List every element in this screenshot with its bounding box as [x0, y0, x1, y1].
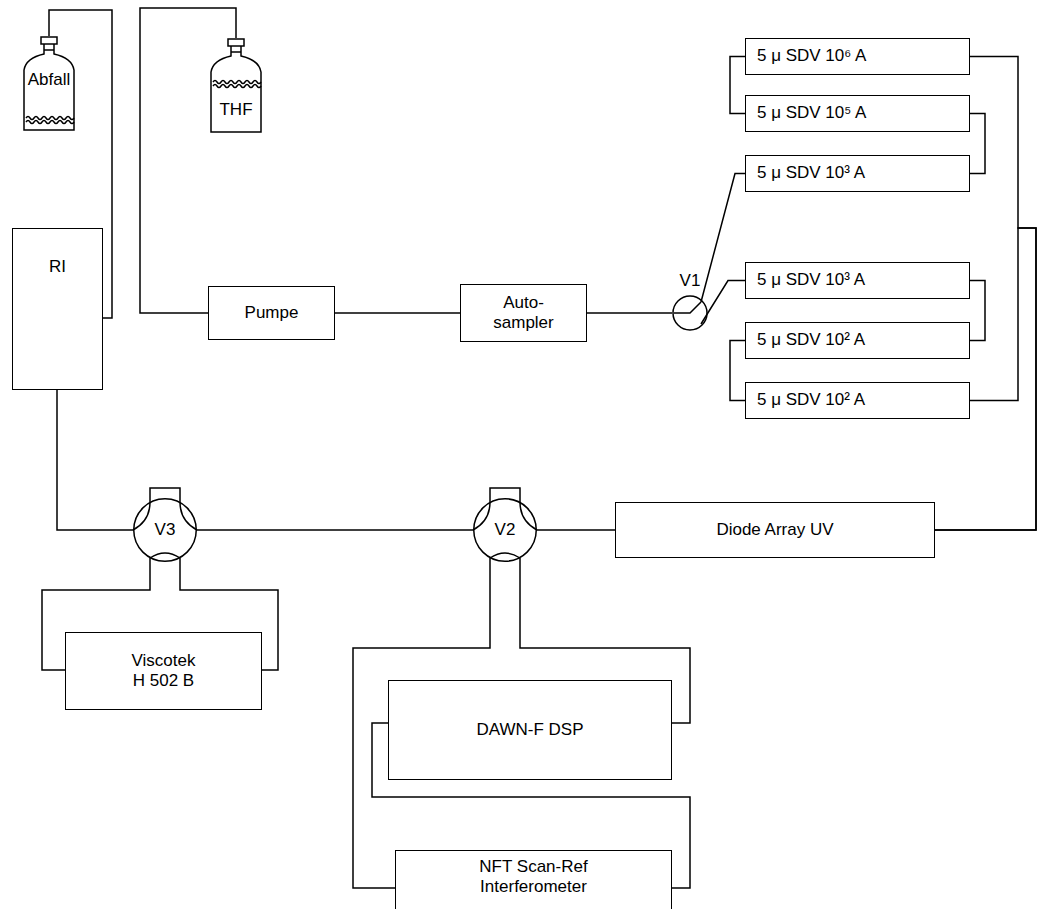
- node-label: V2: [495, 520, 516, 540]
- six-port-valve: V2: [473, 498, 537, 562]
- column-box: 5 μ SDV 10⁵ A: [745, 95, 970, 132]
- node-label: Auto- sampler: [482, 293, 566, 334]
- node-label: THF: [199, 100, 273, 120]
- node-label: 5 μ SDV 10² A: [757, 330, 865, 350]
- flow-line: [701, 281, 745, 325]
- flow-line: [730, 57, 745, 114]
- autosampler-box: Auto- sampler: [460, 284, 587, 342]
- valve-channel: [473, 502, 537, 558]
- node-label: 5 μ SDV 10⁶ A: [757, 46, 866, 66]
- flow-line: [537, 530, 615, 531]
- node-label: Viscotek H 502 B: [116, 651, 212, 692]
- switch-valve: V1: [672, 277, 708, 331]
- solvent-bottle: THF: [209, 38, 263, 134]
- valve-channel: [674, 302, 701, 313]
- column-box: 5 μ SDV 10⁶ A: [745, 38, 970, 75]
- waste-bottle: Abfall: [22, 36, 76, 132]
- ri-detector-box: RI: [12, 228, 103, 390]
- node-label: V1: [662, 271, 718, 291]
- node-label: NFT Scan-Ref Interferometer: [439, 857, 629, 898]
- pump-box: Pumpe: [208, 286, 335, 340]
- node-label: 5 μ SDV 10⁵ A: [757, 103, 866, 123]
- flow-line: [197, 530, 473, 531]
- flow-line: [970, 114, 985, 174]
- flow-line: [701, 174, 745, 303]
- node-label: DAWN-F DSP: [476, 720, 583, 740]
- column-box: 5 μ SDV 10³ A: [745, 155, 970, 192]
- flow-line: [57, 390, 133, 530]
- node-label: Pumpe: [245, 303, 299, 323]
- flow-line: [587, 313, 672, 314]
- interferometer-box: NFT Scan-Ref Interferometer: [395, 850, 672, 909]
- node-label: Abfall: [12, 70, 86, 90]
- node-label: 5 μ SDV 10³ A: [757, 270, 865, 290]
- node-label: RI: [49, 257, 66, 277]
- flow-line: [335, 313, 460, 314]
- node-label: V3: [155, 520, 176, 540]
- uv-detector-box: Diode Array UV: [615, 502, 935, 558]
- node-label: 5 μ SDV 10³ A: [757, 163, 865, 183]
- viscometer-box: Viscotek H 502 B: [65, 632, 262, 710]
- flow-line: [140, 8, 236, 313]
- light-scattering-box: DAWN-F DSP: [388, 680, 672, 780]
- six-port-valve: V3: [133, 498, 197, 562]
- bottle-outline: [209, 38, 263, 134]
- column-box: 5 μ SDV 10² A: [745, 322, 970, 359]
- column-box: 5 μ SDV 10³ A: [745, 262, 970, 299]
- node-label: 5 μ SDV 10² A: [757, 390, 865, 410]
- valve-channel: [133, 502, 197, 558]
- valve-outline: [672, 295, 708, 331]
- flow-line: [970, 281, 985, 341]
- column-box: 5 μ SDV 10² A: [745, 382, 970, 419]
- node-label: Diode Array UV: [716, 520, 833, 540]
- flow-line: [730, 341, 745, 401]
